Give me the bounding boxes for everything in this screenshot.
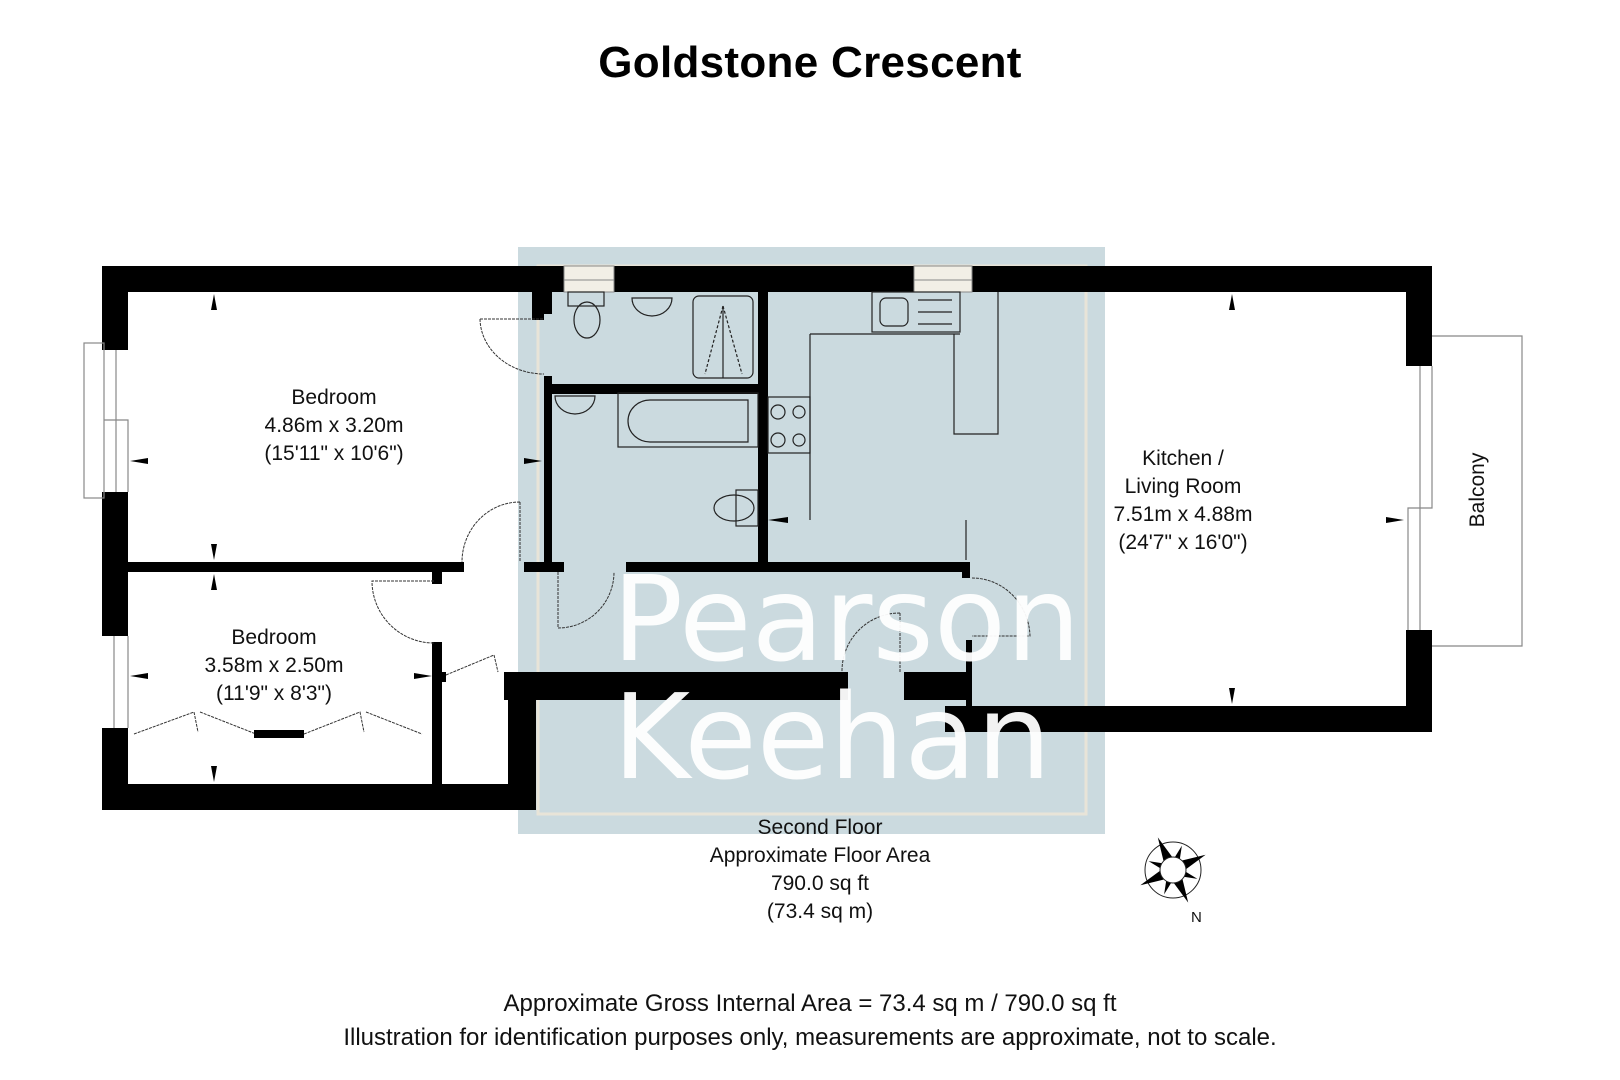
watermark-panel — [518, 247, 1105, 834]
floor-area-sqft: 790.0 sq ft — [770, 872, 870, 895]
room-kitchen-living: Kitchen / Living Room 7.51m x 4.88m (24'… — [1083, 445, 1283, 557]
room-name: Bedroom — [231, 626, 317, 649]
balcony-label: Balcony — [1466, 452, 1489, 528]
watermark-logo: Pearson Keehan — [612, 550, 1081, 806]
dimension-arrows — [130, 294, 1404, 782]
gross-area-text: Approximate Gross Internal Area = 73.4 s… — [503, 990, 1117, 1017]
room-imperial: (11'9" x 8'3") — [216, 682, 332, 705]
room-bedroom-1: Bedroom 4.86m x 3.20m (15'11" x 10'6") — [234, 384, 434, 468]
floor-area-sqm: (73.4 sq m) — [766, 900, 874, 923]
floor-name: Second Floor — [757, 816, 883, 839]
windows — [563, 265, 973, 293]
compass-north-label: N — [1191, 909, 1202, 926]
room-metric: 3.58m x 2.50m — [204, 654, 344, 677]
room-imperial: (15'11" x 10'6") — [264, 442, 404, 465]
walls — [102, 266, 1432, 810]
watermark-line2: Keehan — [612, 668, 1052, 806]
room-name-line1: Kitchen / — [1142, 447, 1224, 470]
watermark-line1: Pearson — [612, 550, 1081, 688]
floor-area-label: Approximate Floor Area — [709, 844, 931, 867]
doors — [133, 318, 1031, 738]
bathroom-fixtures — [554, 291, 999, 560]
room-metric: 4.86m x 3.20m — [264, 414, 404, 437]
room-name: Bedroom — [291, 386, 377, 409]
disclaimer-text: Illustration for identification purposes… — [343, 1024, 1277, 1051]
floor-summary: Second Floor Approximate Floor Area 790.… — [620, 814, 1020, 926]
room-name-line2: Living Room — [1124, 475, 1242, 498]
plan-title: Goldstone Crescent — [598, 38, 1022, 87]
room-metric: 7.51m x 4.88m — [1113, 503, 1253, 526]
compass-icon — [1140, 837, 1206, 903]
room-bedroom-2: Bedroom 3.58m x 2.50m (11'9" x 8'3") — [174, 624, 374, 708]
room-imperial: (24'7" x 16'0") — [1118, 531, 1248, 554]
